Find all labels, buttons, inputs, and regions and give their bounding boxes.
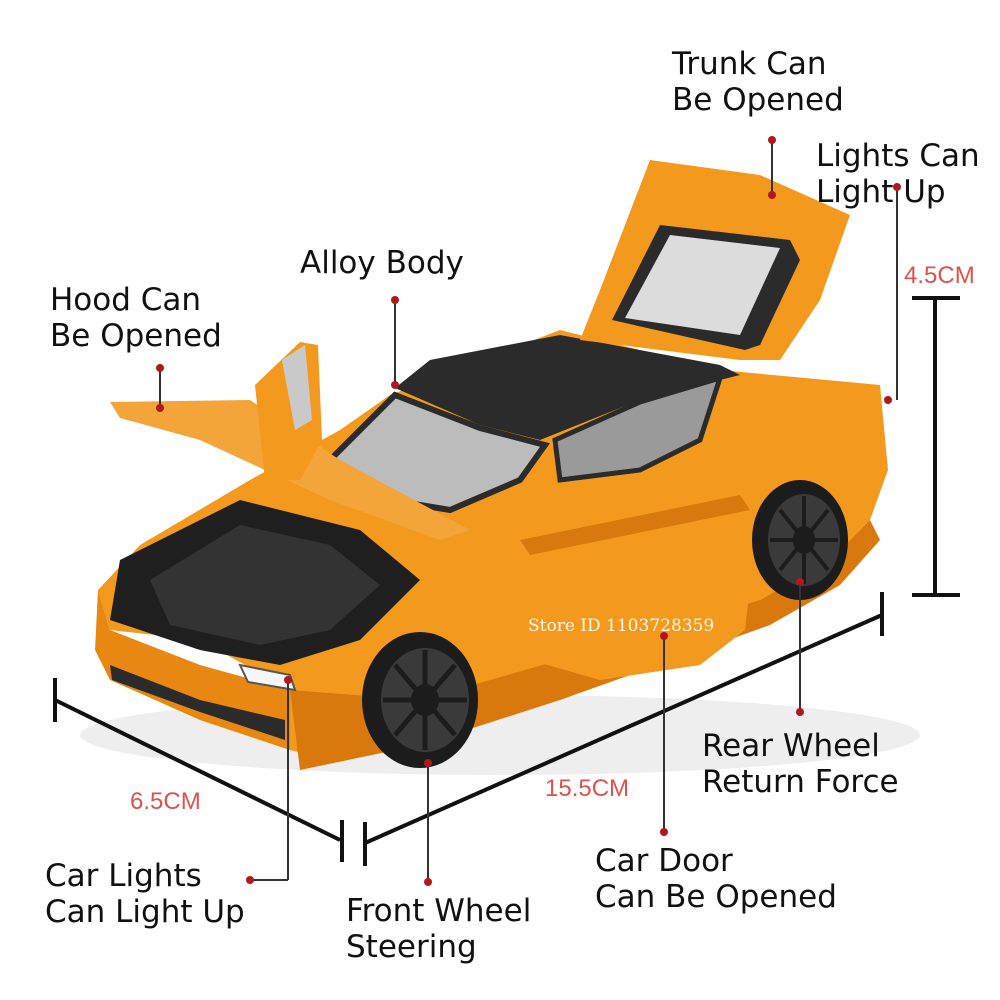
callout-car-lights: Car Lights Can Light Up [45, 858, 245, 930]
callout-lights-top-line1: Lights Can [816, 138, 980, 174]
callout-trunk-line2: Be Opened [672, 82, 844, 118]
callout-lights-top-line2: Light Up [816, 174, 946, 210]
callout-rear-wheel-line2: Return Force [702, 764, 899, 800]
headlight [238, 663, 297, 692]
store-watermark: Store ID 1103728359 [528, 616, 715, 636]
front-wheel [362, 632, 478, 768]
callout-car-lights-line2: Can Light Up [45, 894, 245, 930]
callout-car-lights-line1: Car Lights [45, 858, 202, 894]
callout-car-door-line2: Can Be Opened [595, 879, 837, 915]
dimension-height-label: 4.5CM [904, 262, 975, 289]
callout-rear-wheel: Rear Wheel Return Force [702, 728, 899, 800]
marker-dots [156, 136, 901, 886]
leader-lines [159, 140, 898, 882]
callout-hood: Hood Can Be Opened [50, 282, 222, 354]
callout-car-door-line1: Car Door [595, 843, 733, 879]
open-trunk [580, 160, 850, 360]
callout-front-wheel: Front Wheel Steering [346, 893, 531, 965]
callout-trunk: Trunk Can Be Opened [672, 46, 844, 118]
callout-trunk-line1: Trunk Can [672, 46, 827, 82]
callout-car-door: Car Door Can Be Opened [595, 843, 837, 915]
callout-alloy-body-line1: Alloy Body [300, 245, 464, 281]
callout-alloy-body: Alloy Body [300, 245, 464, 281]
dimension-width-label: 6.5CM [130, 788, 201, 815]
callout-front-wheel-line1: Front Wheel [346, 893, 532, 929]
roof [395, 335, 740, 440]
dimension-lines [53, 296, 960, 866]
callout-lights-top: Lights Can Light Up [816, 138, 980, 210]
callout-hood-line1: Hood Can [50, 282, 202, 318]
callout-front-wheel-line2: Steering [346, 929, 477, 965]
rear-wheel [752, 480, 848, 600]
callout-rear-wheel-line1: Rear Wheel [702, 728, 880, 764]
callout-hood-line2: Be Opened [50, 318, 222, 354]
dimension-length-label: 15.5CM [545, 775, 630, 802]
